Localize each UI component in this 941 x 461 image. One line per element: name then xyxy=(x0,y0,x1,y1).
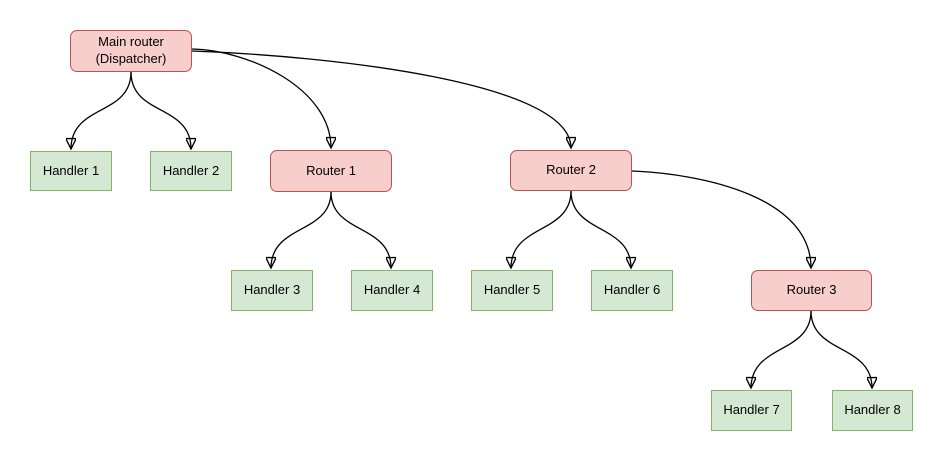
node-handler-2: Handler 2 xyxy=(150,151,232,191)
handler-3-label: Handler 3 xyxy=(243,282,301,298)
router-3-label: Router 3 xyxy=(786,282,837,298)
node-handler-8: Handler 8 xyxy=(832,390,913,431)
handler-8-label: Handler 8 xyxy=(844,402,901,418)
node-router-3: Router 3 xyxy=(751,270,872,311)
handler-6-label: Handler 6 xyxy=(603,282,661,298)
edge-router-2-to-handler-5 xyxy=(511,190,572,268)
node-handler-5: Handler 5 xyxy=(471,270,553,311)
edge-router-1-to-handler-3 xyxy=(271,191,332,268)
node-handler-1: Handler 1 xyxy=(30,151,112,191)
edge-router-2-to-router-3 xyxy=(631,170,811,268)
edge-router-3-to-handler-7 xyxy=(751,310,812,388)
handler-1-label: Handler 1 xyxy=(42,162,100,178)
node-handler-7: Handler 7 xyxy=(711,390,792,431)
node-handler-4: Handler 4 xyxy=(351,270,433,311)
edge-main-router-to-router-2 xyxy=(191,50,571,148)
handler-7-label: Handler 7 xyxy=(723,402,780,418)
node-router-1: Router 1 xyxy=(270,150,392,192)
edge-main-router-to-handler-2 xyxy=(130,71,191,149)
main-router-label-line2: (Dispatcher) xyxy=(95,51,167,66)
node-handler-6: Handler 6 xyxy=(591,270,673,311)
handler-2-label: Handler 2 xyxy=(162,162,220,178)
node-main-router: Main router (Dispatcher) xyxy=(70,30,192,72)
router-2-label: Router 2 xyxy=(546,162,596,178)
edge-router-1-to-handler-4 xyxy=(330,191,391,268)
handler-4-label: Handler 4 xyxy=(363,282,421,298)
handler-5-label: Handler 5 xyxy=(483,282,541,298)
node-handler-3: Handler 3 xyxy=(231,270,313,311)
node-router-2: Router 2 xyxy=(510,150,632,191)
edge-router-3-to-handler-8 xyxy=(810,310,872,388)
edge-main-router-to-router-1 xyxy=(191,48,331,148)
main-router-label-line1: Main router xyxy=(98,34,164,50)
router-1-label: Router 1 xyxy=(306,162,356,178)
edge-router-2-to-handler-6 xyxy=(570,190,631,268)
edge-main-router-to-handler-1 xyxy=(71,71,132,149)
